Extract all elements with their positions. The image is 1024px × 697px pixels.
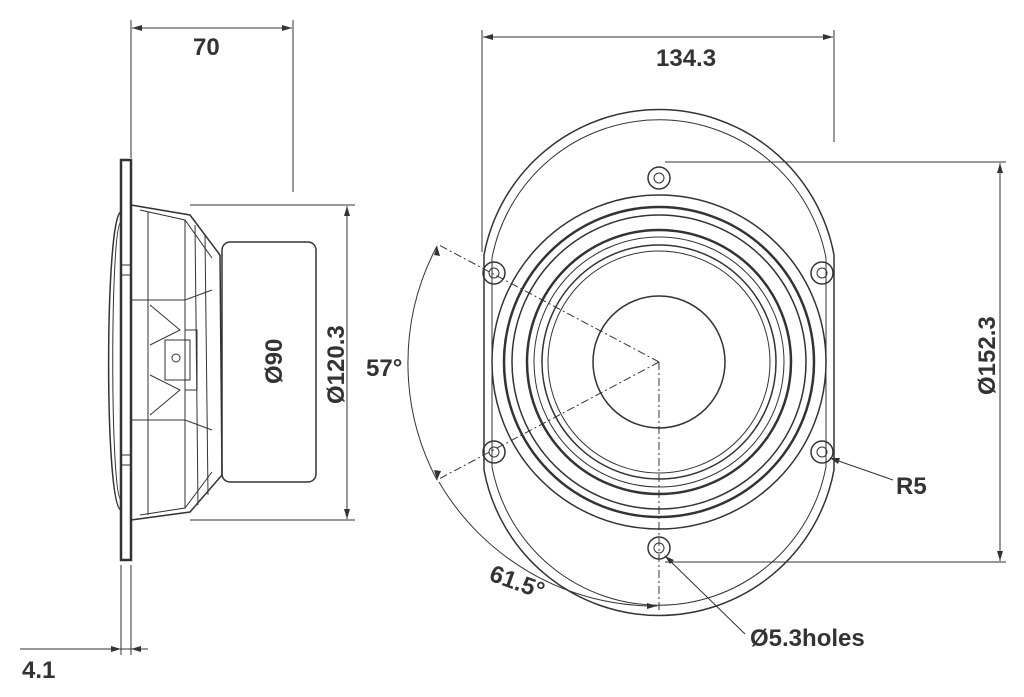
magnet-diameter-label: Ø90 (261, 339, 288, 384)
angle-lower-label: 61.5° (486, 560, 548, 605)
hole-spacing-label: 134.3 (656, 45, 716, 72)
side-flange (119, 158, 133, 562)
hole-note-label: Ø5.3holes (750, 625, 865, 652)
flange-thickness-label: 4.1 (22, 657, 55, 684)
side-view (20, 20, 355, 655)
mounting-holes (482, 166, 834, 560)
front-view (407, 30, 1006, 635)
side-basket (130, 204, 223, 521)
outer-diameter-label: Ø152.3 (974, 316, 1001, 395)
side-magnet (221, 241, 317, 483)
basket-diameter-label: Ø120.3 (323, 325, 350, 404)
angle-upper-label: 57° (366, 355, 402, 382)
corner-radius-label: R5 (896, 473, 927, 500)
depth-label: 70 (193, 34, 220, 61)
side-surround (107, 211, 122, 511)
